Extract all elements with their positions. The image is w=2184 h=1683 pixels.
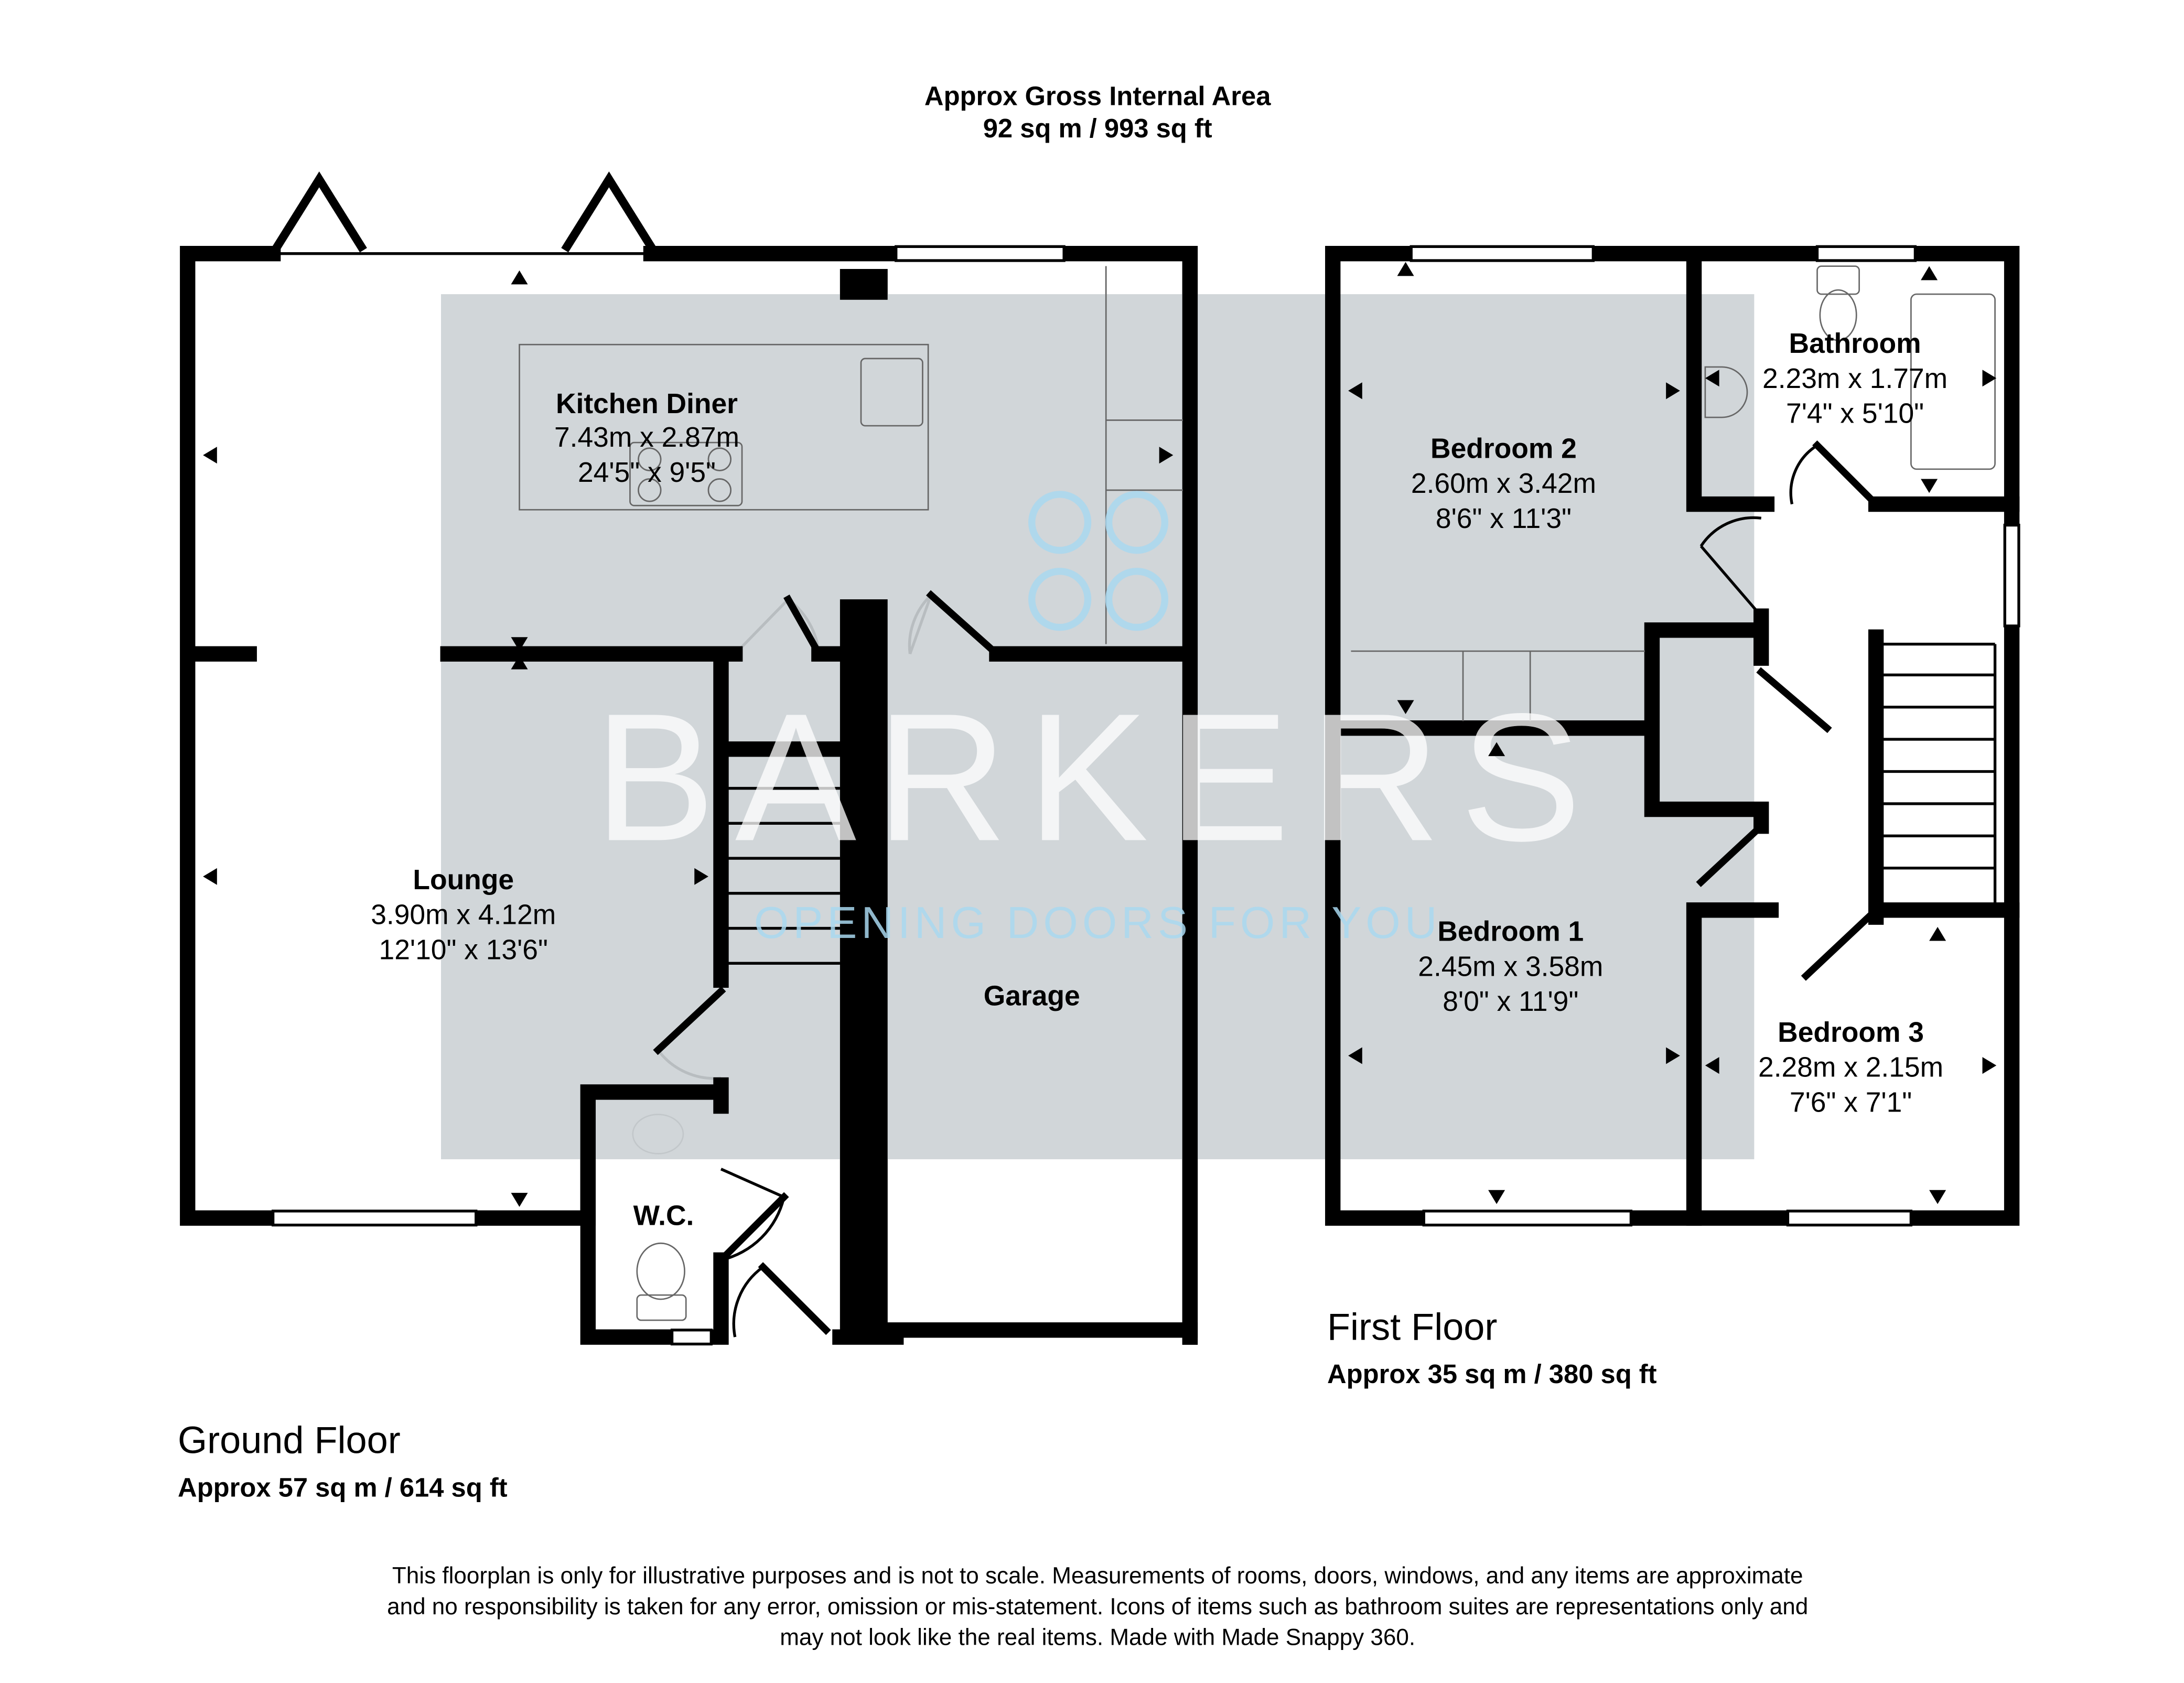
room-wc: W.C.	[633, 1201, 694, 1232]
svg-text:12'10" x 13'6": 12'10" x 13'6"	[379, 934, 548, 965]
disclaimer-line: may not look like the real items. Made w…	[780, 1625, 1415, 1650]
room-lounge: Lounge 3.90m x 4.12m 12'10" x 13'6"	[371, 865, 556, 965]
window	[1410, 245, 1595, 262]
barkers-logo: BARKERS OPENING DOORS FOR YOU	[594, 491, 1601, 948]
room-kitchen-diner: Kitchen Diner 7.43m x 2.87m 24'5" x 9'5"	[554, 389, 739, 488]
svg-text:3.90m x 4.12m: 3.90m x 4.12m	[371, 900, 556, 931]
svg-text:7'6" x 7'1": 7'6" x 7'1"	[1790, 1087, 1912, 1118]
window	[1815, 245, 1917, 262]
svg-text:2.60m x 3.42m: 2.60m x 3.42m	[1411, 468, 1596, 499]
kitchen-island	[519, 343, 929, 511]
svg-text:2.23m x 1.77m: 2.23m x 1.77m	[1762, 363, 1948, 394]
watermark-brand: BARKERS	[594, 675, 1601, 879]
svg-text:2.28m x 2.15m: 2.28m x 2.15m	[1758, 1052, 1943, 1083]
svg-text:2.45m x 3.58m: 2.45m x 3.58m	[1418, 951, 1603, 982]
window	[895, 245, 1066, 262]
svg-text:Bedroom 3: Bedroom 3	[1778, 1017, 1924, 1048]
ground-floor-area: Approx 57 sq m / 614 sq ft	[178, 1473, 508, 1503]
svg-text:8'0" x 11'9": 8'0" x 11'9"	[1443, 986, 1578, 1017]
window	[670, 1329, 713, 1346]
svg-text:24'5" x 9'5": 24'5" x 9'5"	[578, 457, 716, 488]
svg-text:Bathroom: Bathroom	[1789, 328, 1921, 359]
svg-text:7'4" x 5'10": 7'4" x 5'10"	[1786, 398, 1924, 429]
window	[1422, 1210, 1633, 1227]
disclaimer-line: and no responsibility is taken for any e…	[387, 1594, 1808, 1620]
hob-rings-icon	[638, 447, 732, 502]
disclaimer-line: This floorplan is only for illustrative …	[392, 1563, 1803, 1589]
header-title: Approx Gross Internal Area	[924, 81, 1271, 111]
window	[1786, 1210, 1913, 1227]
ground-floor-label: Ground Floor	[178, 1420, 401, 1462]
room-bedroom-3: Bedroom 3 2.28m x 2.15m 7'6" x 7'1"	[1758, 1017, 1943, 1118]
first-floor-plan	[1325, 245, 2020, 1227]
room-bathroom: Bathroom 2.23m x 1.77m 7'4" x 5'10"	[1762, 328, 1948, 429]
window	[271, 1210, 478, 1227]
room-bedroom-2: Bedroom 2 2.60m x 3.42m 8'6" x 11'3"	[1411, 433, 1596, 534]
svg-text:Lounge: Lounge	[413, 865, 514, 896]
room-bedroom-1: Bedroom 1 2.45m x 3.58m 8'0" x 11'9"	[1418, 916, 1603, 1017]
svg-text:8'6" x 11'3": 8'6" x 11'3"	[1436, 503, 1572, 534]
room-garage: Garage	[984, 980, 1080, 1011]
watermark-tagline: OPENING DOORS FOR YOU	[754, 898, 1441, 948]
first-floor-area: Approx 35 sq m / 380 sq ft	[1327, 1359, 1657, 1389]
svg-text:Kitchen Diner: Kitchen Diner	[556, 389, 738, 419]
header-area: 92 sq m / 993 sq ft	[983, 113, 1212, 143]
svg-text:Bedroom 2: Bedroom 2	[1430, 433, 1577, 464]
bifold-door	[271, 171, 657, 253]
svg-text:Bedroom 1: Bedroom 1	[1437, 916, 1584, 947]
first-floor-label: First Floor	[1327, 1306, 1497, 1348]
sink-icon	[860, 358, 923, 427]
stairs	[1882, 642, 1997, 903]
hob-icon	[629, 441, 743, 506]
svg-text:7.43m x 2.87m: 7.43m x 2.87m	[554, 422, 739, 453]
window	[2003, 523, 2020, 628]
